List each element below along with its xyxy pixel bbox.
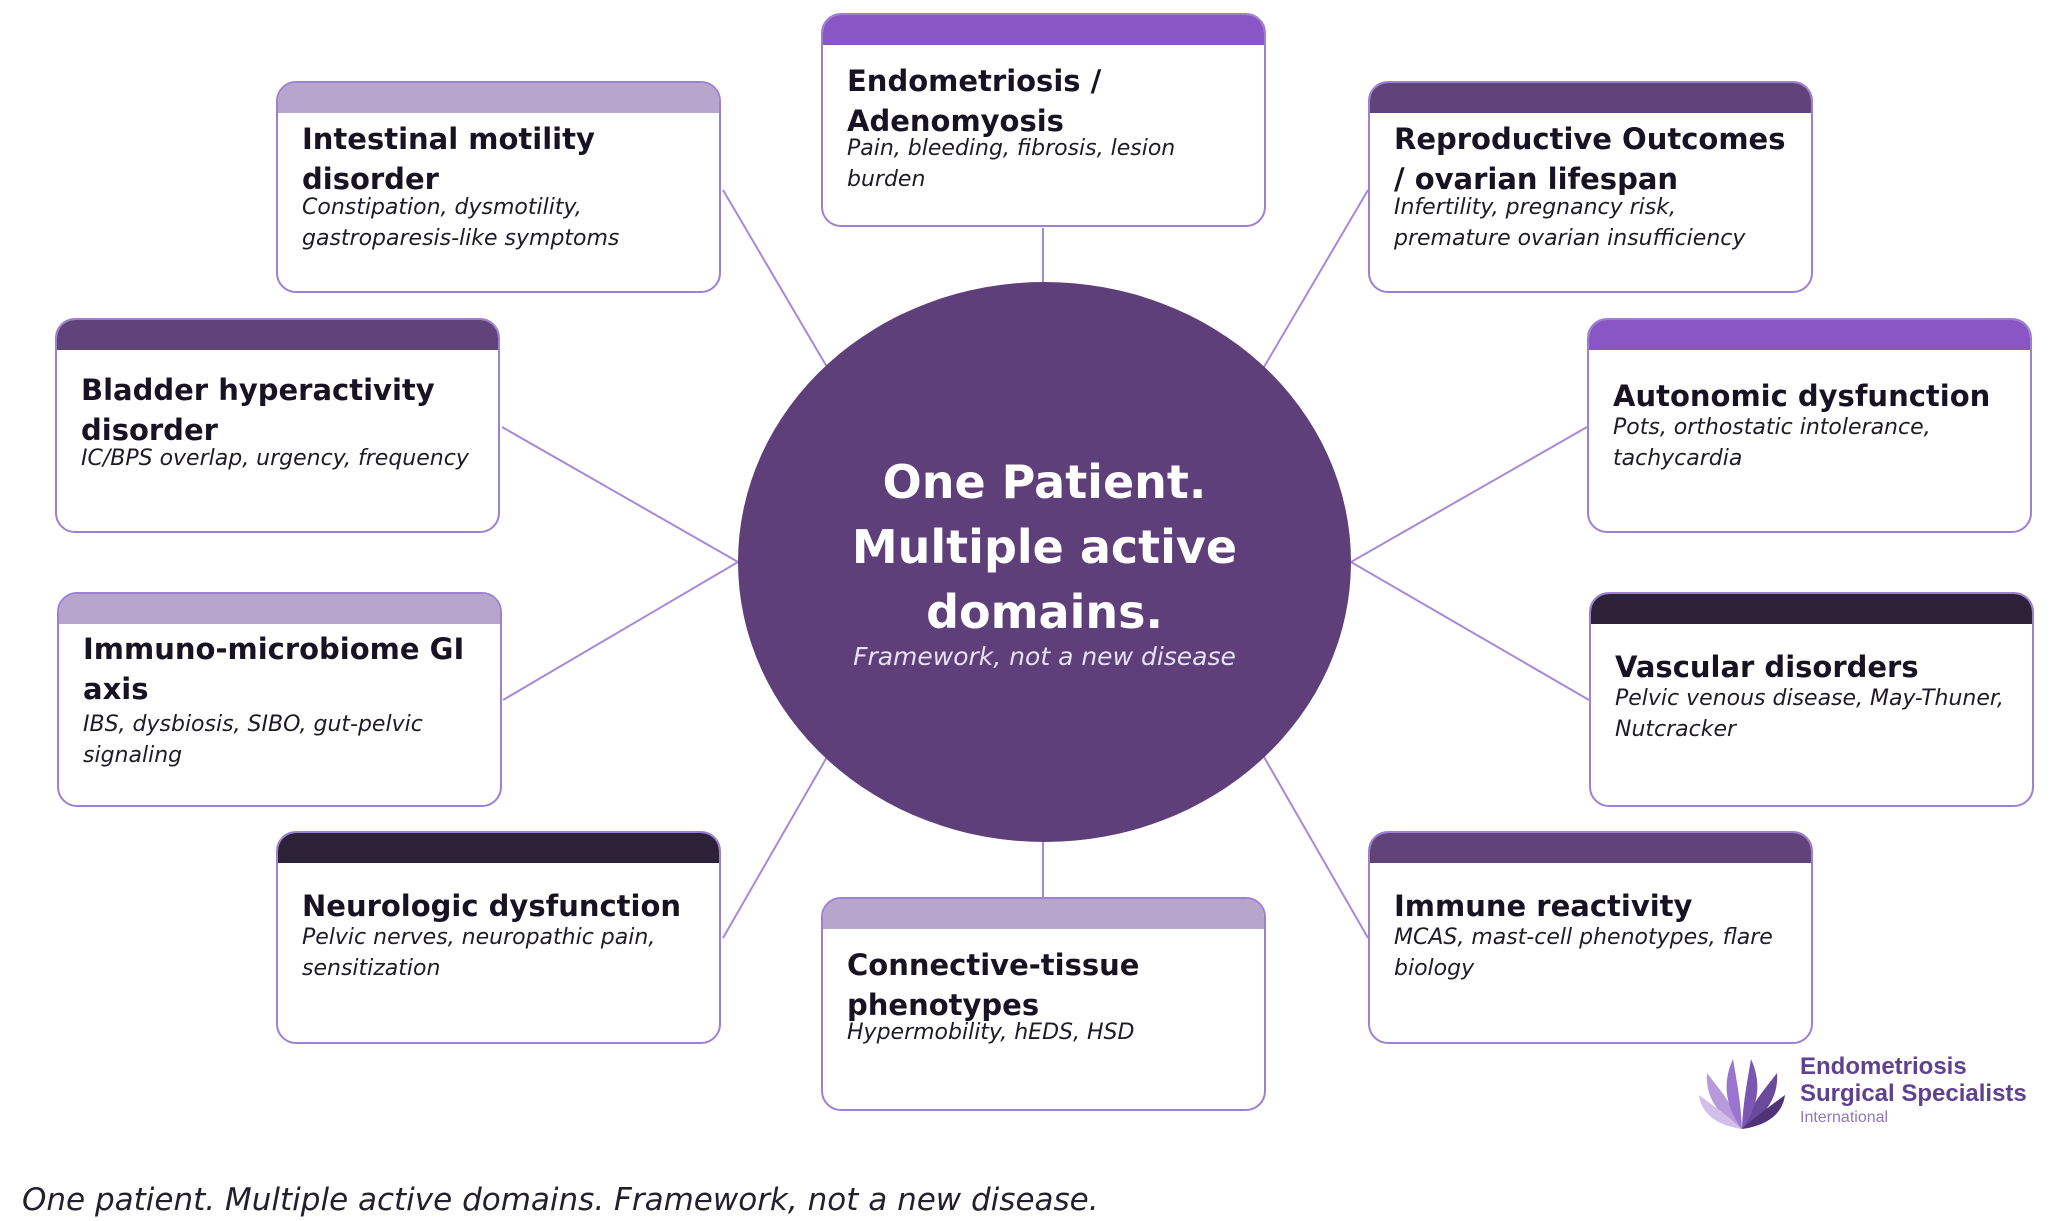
card-header-bar bbox=[823, 15, 1264, 45]
card-title: Neurologic dysfunction bbox=[302, 889, 682, 923]
connector-line bbox=[1263, 189, 1369, 368]
connector-line bbox=[722, 756, 828, 939]
card-title: Autonomic dysfunction bbox=[1613, 379, 1991, 413]
card-title: Immune reactivity bbox=[1394, 889, 1693, 923]
central-hub: One Patient. Multiple active domains. Fr… bbox=[738, 282, 1351, 842]
card-header-bar bbox=[59, 594, 500, 624]
logo-text-line1: Endometriosis bbox=[1800, 1053, 1967, 1080]
domain-card-vascular-disorders: Vascular disorders Pelvic venous disease… bbox=[1589, 592, 2034, 807]
card-title: Immuno-microbiome GI axis bbox=[83, 632, 465, 706]
card-header-bar bbox=[57, 320, 498, 350]
hub-subtitle: Framework, not a new disease bbox=[853, 642, 1236, 671]
connector-line bbox=[1350, 561, 1590, 701]
card-description: Pots, orthostatic intolerance, tachycard… bbox=[1613, 415, 1931, 471]
hub-title: One Patient. Multiple active domains. bbox=[851, 455, 1238, 639]
card-title: Connective-tissue phenotypes bbox=[847, 948, 1140, 1022]
domain-card-neurologic-dysfunction: Neurologic dysfunction Pelvic nerves, ne… bbox=[276, 831, 721, 1044]
card-description: Pelvic venous disease, May-Thuner, Nutcr… bbox=[1615, 686, 2004, 742]
domain-card-reproductive-outcomes: Reproductive Outcomes / ovarian lifespan… bbox=[1368, 81, 1813, 293]
card-description: Infertility, pregnancy risk, premature o… bbox=[1394, 195, 1746, 251]
card-title: Bladder hyperactivity disorder bbox=[81, 373, 435, 447]
card-header-bar bbox=[1591, 594, 2032, 624]
card-title: Vascular disorders bbox=[1615, 650, 1919, 684]
card-title: Reproductive Outcomes / ovarian lifespan bbox=[1394, 122, 1786, 196]
card-description: IBS, dysbiosis, SIBO, gut-pelvic signali… bbox=[83, 712, 423, 768]
domain-card-bladder-hyperactivity: Bladder hyperactivity disorder IC/BPS ov… bbox=[55, 318, 500, 533]
card-header-bar bbox=[278, 83, 719, 113]
logo-text-line2: Surgical Specialists bbox=[1800, 1080, 2027, 1107]
domain-card-connective-tissue: Connective-tissue phenotypes Hypermobili… bbox=[821, 897, 1266, 1111]
card-header-bar bbox=[278, 833, 719, 863]
card-title: Endometriosis / Adenomyosis bbox=[847, 64, 1102, 138]
connector-line bbox=[722, 189, 828, 368]
connector-line bbox=[1263, 756, 1369, 939]
lotus-logo-icon bbox=[1699, 1059, 1785, 1129]
card-header-bar bbox=[1589, 320, 2030, 350]
card-header-bar bbox=[1370, 833, 1811, 863]
card-description: MCAS, mast-cell phenotypes, flare biolog… bbox=[1394, 925, 1773, 981]
domain-card-immune-reactivity: Immune reactivity MCAS, mast-cell phenot… bbox=[1368, 831, 1813, 1044]
figure-caption: One patient. Multiple active domains. Fr… bbox=[22, 1182, 1099, 1218]
card-description: Hypermobility, hEDS, HSD bbox=[847, 1020, 1135, 1045]
connector-line bbox=[1350, 426, 1588, 563]
connector-line bbox=[502, 561, 739, 701]
domain-card-endometriosis: Endometriosis / Adenomyosis Pain, bleedi… bbox=[821, 13, 1266, 227]
card-title: Intestinal motility disorder bbox=[302, 122, 595, 196]
card-description: Pain, bleeding, fibrosis, lesion burden bbox=[847, 136, 1176, 192]
domain-card-intestinal-motility: Intestinal motility disorder Constipatio… bbox=[276, 81, 721, 293]
domain-card-autonomic-dysfunction: Autonomic dysfunction Pots, orthostatic … bbox=[1587, 318, 2032, 533]
connector-line bbox=[501, 426, 739, 563]
card-description: Pelvic nerves, neuropathic pain, sensiti… bbox=[302, 925, 656, 981]
logo-text-line3: International bbox=[1800, 1109, 1889, 1126]
card-description: Constipation, dysmotility, gastroparesis… bbox=[302, 195, 620, 251]
company-logo: Endometriosis Surgical Specialists Inter… bbox=[1697, 1045, 2037, 1135]
card-header-bar bbox=[823, 899, 1264, 929]
domain-card-immuno-microbiome: Immuno-microbiome GI axis IBS, dysbiosis… bbox=[57, 592, 502, 807]
card-description: IC/BPS overlap, urgency, frequency bbox=[81, 446, 469, 471]
card-header-bar bbox=[1370, 83, 1811, 113]
